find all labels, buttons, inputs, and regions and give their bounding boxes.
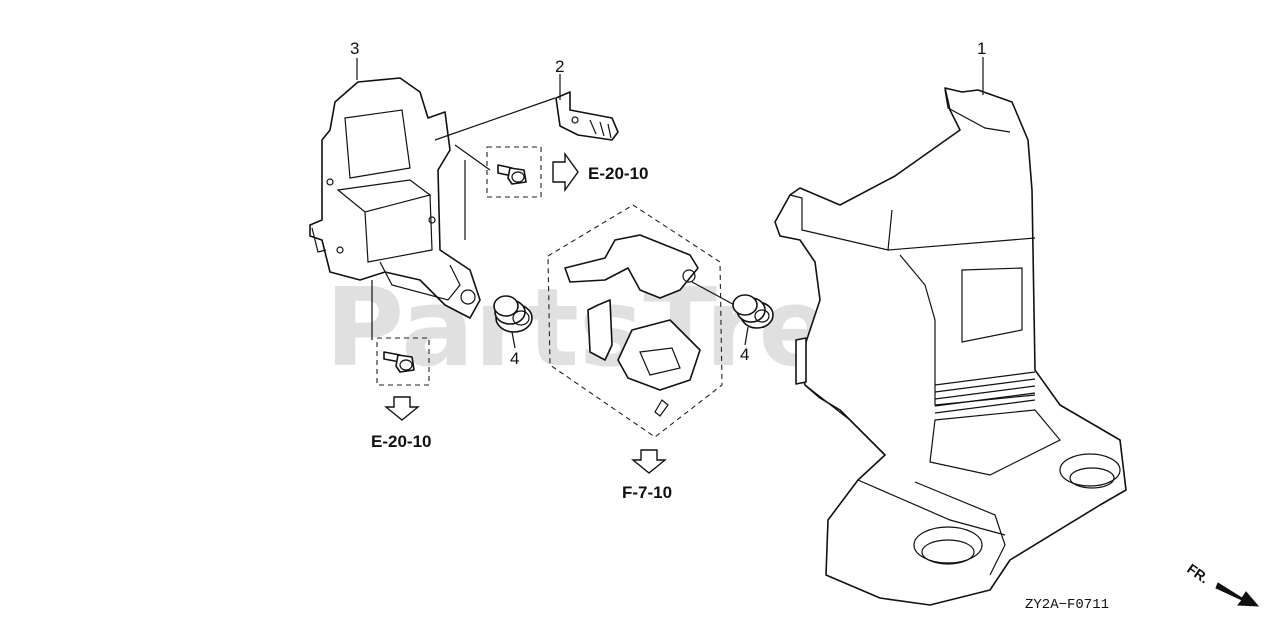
front-marker-label: FR. [1184, 560, 1212, 586]
part-1-cover[interactable] [774, 87, 1127, 606]
callout-1: 1 [977, 39, 986, 58]
ref-f7[interactable]: F-7-10 [622, 483, 672, 502]
callout-3: 3 [350, 39, 359, 58]
arrow-down-f7-icon [631, 449, 667, 474]
ref-e20-right[interactable]: E-20-10 [588, 164, 648, 183]
arrow-down-icon [384, 396, 420, 421]
sub-assembly-bracket[interactable] [564, 234, 701, 417]
front-arrow-icon [1215, 582, 1260, 607]
part-2-clip[interactable] [555, 91, 619, 141]
bolt-right[interactable] [497, 164, 527, 185]
diagram-code: ZY2A−F0711 [1025, 597, 1109, 613]
callout-4-left: 4 [510, 349, 519, 368]
part-3-bracket[interactable] [309, 77, 481, 319]
part-4-grommet-left[interactable] [493, 295, 533, 333]
callout-4-right: 4 [740, 345, 749, 364]
bolt-box-bottom [376, 337, 430, 386]
ref-e20-bottom[interactable]: E-20-10 [371, 432, 431, 451]
bolt-bottom[interactable] [383, 351, 415, 373]
sub-assembly-box [547, 204, 723, 438]
callout-2: 2 [555, 57, 564, 76]
part-4-grommet-right[interactable] [732, 294, 774, 329]
bolt-box-right [486, 146, 542, 198]
arrow-right-icon [552, 151, 579, 193]
